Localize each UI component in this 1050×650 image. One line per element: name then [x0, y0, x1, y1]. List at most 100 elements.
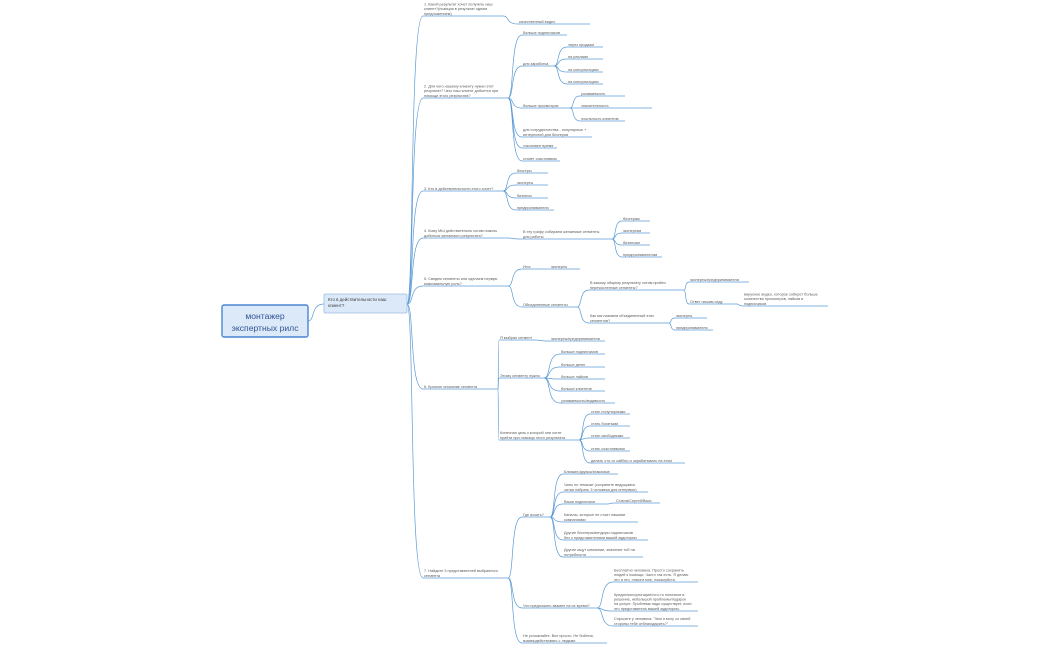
node-s5b2a[interactable]: эксперты — [676, 314, 692, 318]
node-s7a4[interactable]: Каналы, которые не стоит нашимикомпаниям… — [564, 513, 625, 522]
node-s4[interactable]: 4. Кому МЫ действительно хотим помочьдоб… — [424, 229, 497, 238]
link-s3a — [502, 172, 517, 192]
node-s2-line-3: помощи этого результата? — [424, 94, 471, 98]
node-s2c2-line-1: значительность — [581, 104, 609, 108]
node-s6b4-line-1: больше клиентов — [561, 387, 592, 391]
node-s2b2[interactable]: на рекламе — [568, 55, 588, 59]
link-s5b2 — [576, 306, 590, 324]
node-s3[interactable]: 3. Кто в действительности этого хочет? — [424, 187, 493, 191]
node-s5b1a[interactable]: эксперты/предприниматели — [690, 278, 739, 282]
node-s4a2[interactable]: экспертам — [623, 229, 642, 233]
link-s2b4 — [553, 65, 568, 85]
node-s7a1[interactable]: Близкие/друзья/знакомые — [564, 470, 610, 474]
link-s7a3 — [549, 503, 564, 518]
node-s4a-line-2: для работы — [523, 235, 544, 239]
node-s6a[interactable]: Я выбрал сегмент — [500, 336, 532, 340]
node-s4a4-line-1: предпринимателям — [623, 253, 658, 257]
link-s7a3b — [607, 502, 616, 505]
root-node-line-2: экспертных рилс — [232, 323, 300, 333]
node-s2f[interactable]: станет счастливым — [523, 157, 557, 161]
node-s7a6-line-1: Другие ищут компании, значение тоб на — [564, 548, 636, 552]
node-s6c1-line-1: стать популярными — [591, 410, 625, 414]
link-s7b3 — [596, 607, 614, 627]
node-s6c[interactable]: Конечная цель к которой они хотятприйти … — [500, 431, 566, 440]
node-s6b5[interactable]: узнаваемость/видимость — [561, 399, 605, 403]
node-s6[interactable]: 6. Краткое описание сегмента — [424, 385, 478, 389]
node-s5b[interactable]: Объединенные сегменты — [523, 303, 568, 307]
node-s2b3[interactable]: на консультациях — [568, 68, 599, 72]
node-s2b1[interactable]: через продажи — [568, 43, 594, 47]
node-s6a1[interactable]: эксперты/предприниматели — [551, 337, 600, 341]
node-s1a-line-1: качественный видео — [519, 20, 555, 24]
node-s6b[interactable]: Этому сегменту нужно — [500, 374, 540, 378]
node-s7-line-1: 7. Найдите 3 представителей выбранного — [424, 569, 498, 573]
node-s5b2[interactable]: Как мы назовем объединенный этихсегменто… — [590, 314, 654, 323]
node-s6c3[interactable]: стать свободными — [591, 434, 623, 438]
node-s7c[interactable]: Не усложняйте. Все просто. Не бойтесьвза… — [523, 634, 593, 643]
node-s5[interactable]: 5. Сведем сегменты или сделаем первуюмак… — [424, 277, 498, 286]
node-s2a[interactable]: больше подписчиков — [523, 31, 560, 35]
node-s2c3[interactable]: лояльность клиентов — [581, 117, 619, 121]
node-s3c[interactable]: бизнесы — [517, 194, 532, 198]
link-s5b2a — [668, 317, 676, 324]
node-s2[interactable]: 2. Для чего нашему клиенту нужен этотрез… — [424, 85, 498, 98]
node-s5b2b[interactable]: предприниматели — [676, 326, 708, 330]
node-s6c2[interactable]: стать богатыми — [591, 422, 618, 426]
node-s1a[interactable]: качественный видео — [519, 20, 555, 24]
node-s6c4[interactable]: стать счастливыми — [591, 447, 625, 451]
node-s4a4[interactable]: предпринимателям — [623, 253, 658, 257]
node-s6c1[interactable]: стать популярными — [591, 410, 625, 414]
node-s2e[interactable]: сэкономит время — [523, 144, 553, 148]
node-s4a[interactable]: В эту графу собираем желаемые сегментыдл… — [523, 230, 600, 239]
node-s6b3-line-1: больше лайков — [561, 375, 588, 379]
link-s6b — [497, 377, 500, 390]
node-s7[interactable]: 7. Найдите 3 представителей выбранногосе… — [424, 569, 498, 578]
node-s5a1[interactable]: эксперты — [551, 265, 567, 269]
node-s7b[interactable]: Что предложить взамен на их время? — [523, 604, 590, 608]
node-s6b3[interactable]: больше лайков — [561, 375, 588, 379]
node-s2b-line-1: для заработка — [523, 62, 549, 66]
node-s5a[interactable]: Итог — [523, 265, 532, 269]
node-s3b[interactable]: эксперты — [517, 181, 533, 185]
node-s7a3[interactable]: Ваши подписчики — [564, 500, 595, 504]
node-s2b4[interactable]: на консультациях — [568, 80, 599, 84]
node-s4a1[interactable]: блогерам — [623, 217, 640, 221]
node-s7b1[interactable]: Бесплатно человека. Просто сохранятьлюде… — [614, 569, 689, 582]
node-s5b1b1-line-1: вирусное видео, которое соберет больше — [744, 293, 818, 297]
node-s2b4-line-1: на консультациях — [568, 80, 599, 84]
node-s1[interactable]: 1. Какой результат хочет получить нашкли… — [424, 3, 493, 16]
node-s7b3[interactable]: Спросите у человека: "Чем я могу со свое… — [614, 617, 690, 626]
node-s6b1[interactable]: больше подписчиков — [561, 350, 598, 354]
link-root-question — [307, 303, 325, 322]
node-s6b4[interactable]: больше клиентов — [561, 387, 592, 391]
node-s6b2[interactable]: больше денег — [561, 363, 586, 367]
link-s4a1 — [611, 220, 623, 240]
node-s7b2[interactable]: Кредит/консультацию/что-то полезное вреш… — [614, 593, 691, 611]
node-s2d[interactable]: для сотрудничества - популярные +интерес… — [523, 128, 587, 137]
root-node[interactable]: монтажер экспертных рилс — [221, 304, 309, 338]
node-s7b2-line-4: это представитель вашей аудитории. — [614, 607, 680, 611]
node-s5b1b[interactable]: Ответ нашим саду — [690, 300, 723, 304]
node-s7a[interactable]: Где искать? — [523, 513, 544, 517]
node-s7a2[interactable]: Чаты по темачке (сохраните ведущимсячита… — [564, 483, 637, 492]
node-s3a[interactable]: блогеры — [517, 169, 532, 173]
node-s1-line-2: клиент?(позиция в результат одним — [424, 7, 487, 11]
node-s7a3b[interactable]: Стасик/Сергей/Вася — [616, 499, 651, 503]
node-s4a1-line-1: блогерам — [623, 217, 640, 221]
link-s6b5 — [543, 377, 561, 404]
node-s6c5[interactable]: делать что-то сайбер и зарабатывать на э… — [591, 459, 672, 463]
node-s4a3[interactable]: бизнесам — [623, 241, 640, 245]
node-s5b1b1[interactable]: вирусное видео, которое соберет большеко… — [744, 293, 818, 306]
node-s2c2[interactable]: значительность — [581, 104, 609, 108]
node-s2b[interactable]: для заработка — [523, 62, 549, 66]
node-s7a6[interactable]: Другие ищут компании, значение тоб напот… — [564, 548, 636, 557]
node-s5b1[interactable]: В какому общему результату хотим прийтип… — [590, 281, 666, 290]
node-s2c1[interactable]: узнаваемость — [581, 92, 605, 96]
node-s3d[interactable]: предприниматели — [517, 206, 549, 210]
node-s2-line-1: 2. Для чего нашему клиенту нужен этот — [424, 85, 494, 89]
node-s7c-line-1: Не усложняйте. Все просто. Не бойтесь — [523, 634, 593, 638]
node-s2c[interactable]: больше просмотров — [523, 104, 558, 108]
link-s4 — [406, 237, 424, 305]
question-node[interactable]: Кто в действительности наш клиент? — [323, 293, 408, 314]
